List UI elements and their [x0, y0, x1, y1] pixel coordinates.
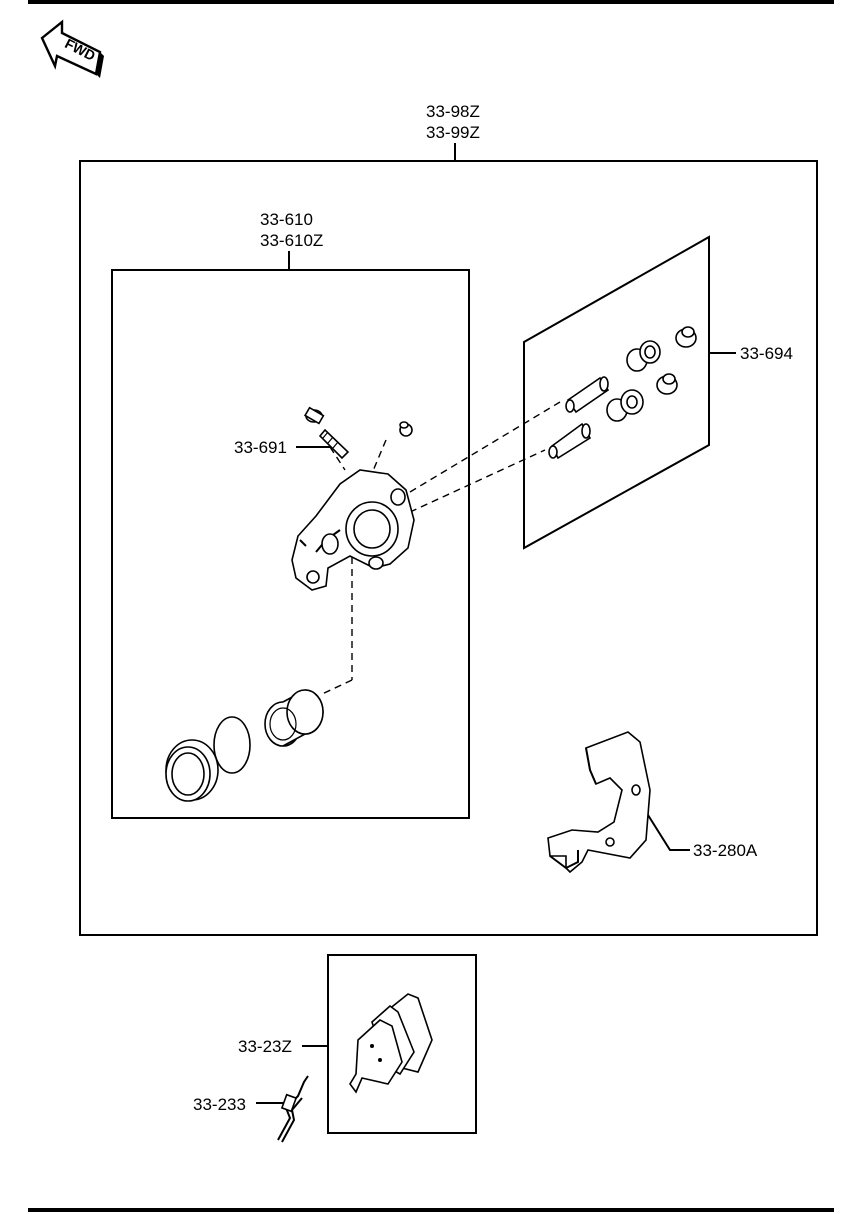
bushing-2-icon: [606, 389, 644, 422]
guide-pin-upper-icon: [565, 376, 610, 414]
guide-pin-lower-icon: [548, 422, 592, 460]
dust-cap-icon: [399, 421, 413, 437]
pad-box: [327, 954, 477, 1134]
assembly-box: [79, 160, 818, 936]
mounting-bracket-icon: [547, 731, 651, 874]
piston-seal-icon: [213, 716, 251, 774]
bleeder-screw-icon: [303, 406, 350, 460]
bleeder-label: 33-691: [234, 438, 287, 457]
caliper-body-icon: [291, 469, 415, 591]
caliper-label-2: 33-610Z: [260, 231, 323, 250]
clip-label: 33-233: [193, 1095, 246, 1114]
pin-kit-panel: [523, 235, 710, 550]
piston-boot-icon: [165, 739, 219, 802]
bushing-1-icon: [626, 340, 661, 372]
boot-1-icon: [675, 326, 697, 348]
caliper-label-1: 33-610: [260, 210, 313, 229]
assembly-label-2: 33-99Z: [426, 123, 480, 142]
brake-pads-icon: [349, 993, 433, 1094]
fwd-arrow-icon: FWD: [40, 19, 104, 78]
boot-2-icon: [656, 373, 678, 395]
pads-label: 33-23Z: [238, 1037, 292, 1056]
pin-kit-label: 33-694: [740, 344, 793, 363]
caliper-box: [111, 269, 470, 819]
bottom-rule: [28, 1208, 834, 1212]
piston-icon: [264, 689, 324, 747]
assembly-label-1: 33-98Z: [426, 102, 480, 121]
top-rule: [28, 0, 834, 4]
bracket-label: 33-280A: [693, 841, 758, 860]
anti-rattle-clip-icon: [277, 1075, 309, 1143]
